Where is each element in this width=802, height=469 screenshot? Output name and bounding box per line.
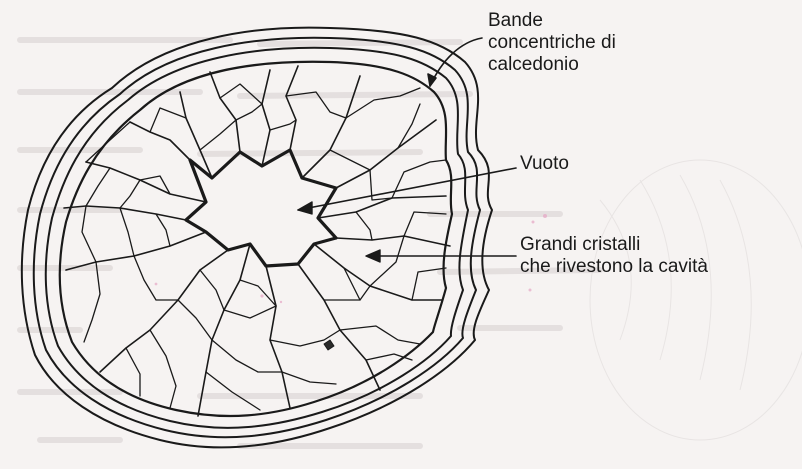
crystals-label-line-1: Grandi cristalli: [520, 234, 708, 256]
outer-band-1: [22, 28, 492, 448]
crystals-arrowhead: [366, 250, 380, 262]
bands-label-line-3: calcedonio: [488, 54, 616, 76]
bands-label: Bande concentriche di calcedonio: [488, 10, 616, 76]
void-label: Vuoto: [520, 153, 569, 175]
cavity-wall: [60, 62, 452, 416]
crystals-label-line-2: che rivestono la cavità: [520, 256, 708, 278]
void-arrowhead: [298, 202, 312, 214]
bands-label-line-2: concentriche di: [488, 32, 616, 54]
bands-label-line-1: Bande: [488, 10, 616, 32]
void-label-line-1: Vuoto: [520, 153, 569, 175]
crystals-label: Grandi cristalli che rivestono la cavità: [520, 234, 708, 278]
void-arrow: [298, 168, 516, 210]
